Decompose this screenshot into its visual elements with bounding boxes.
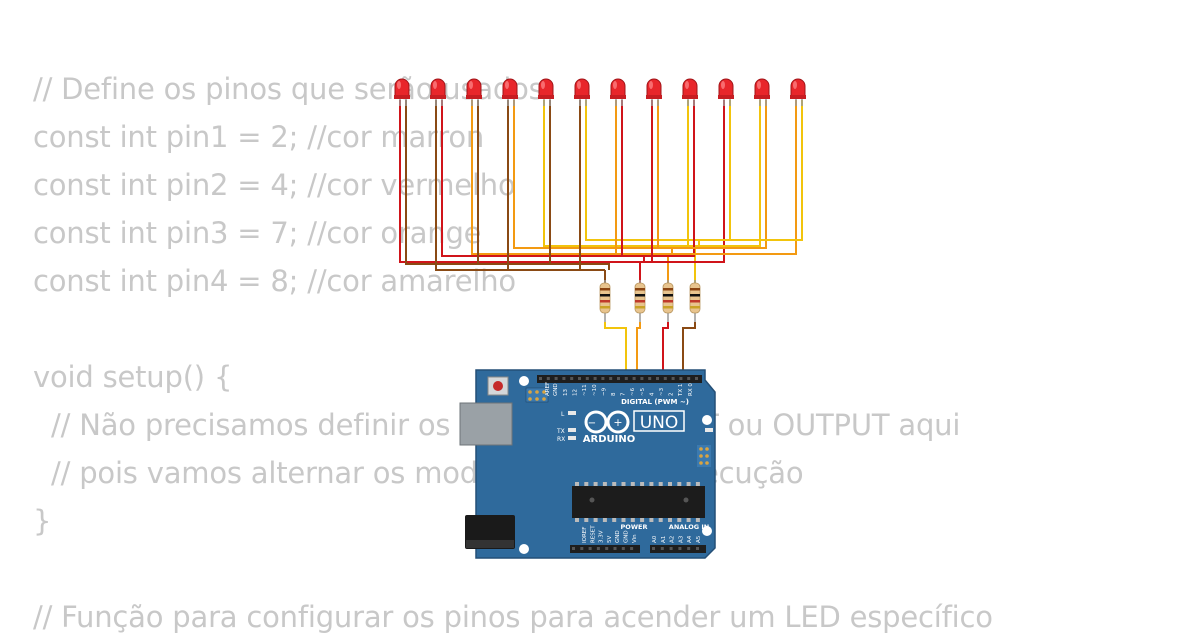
resistor (599, 280, 611, 322)
led (790, 78, 806, 106)
led-wire (507, 100, 605, 271)
led-wire (671, 100, 767, 254)
led-wire (698, 100, 803, 246)
pin-label: A0 (652, 535, 658, 543)
pin-label: 8 (611, 392, 617, 396)
led (466, 78, 482, 106)
code-line: const int pin3 = 7; //cor orange (33, 216, 482, 250)
pin-wire (604, 322, 627, 378)
board-logo-text: ARDUINO (583, 434, 635, 445)
led (610, 78, 626, 106)
pin-label: 4 (649, 392, 655, 396)
analog-header (650, 545, 706, 553)
pin-wire (662, 322, 669, 378)
pin-label: 3.3V (599, 530, 605, 543)
pin-label: ~3 (659, 387, 665, 396)
code-line: void setup() { (33, 360, 233, 394)
pin-label: ~5 (640, 387, 646, 396)
pin-label: 12 (573, 389, 579, 396)
pin-label: A3 (678, 535, 684, 543)
led-wire (585, 100, 700, 246)
led-wire (698, 100, 731, 246)
led (646, 78, 662, 106)
board-model: UNO (640, 413, 679, 433)
led (538, 78, 554, 106)
pin-wire (682, 322, 696, 378)
svg-text:−: − (588, 418, 596, 429)
microcontroller-chip (572, 486, 705, 518)
code-line: // Função para configurar os pinos para … (33, 600, 993, 634)
led-wire (621, 100, 645, 262)
led-wire (543, 100, 695, 247)
pin-label: 2 (669, 393, 675, 397)
arduino-logo: − + (584, 410, 630, 434)
code-line: // Define os pinos que serão usados (33, 72, 544, 106)
resistors (599, 280, 701, 322)
led (430, 78, 446, 106)
pin-label: A5 (696, 535, 702, 543)
pin-label: AREF (545, 382, 551, 396)
pin-label: Vin (632, 534, 638, 543)
analog-label: ANALOG IN (669, 523, 709, 531)
power-header (570, 545, 640, 553)
led (754, 78, 770, 106)
uno-badge (633, 410, 685, 432)
pin-label: A2 (670, 536, 676, 543)
resistor (662, 280, 674, 322)
led (394, 78, 410, 106)
code-line: const int pin1 = 2; //cor marron (33, 120, 485, 154)
led-wire (640, 100, 653, 263)
pin-label: TX 1 (678, 384, 684, 397)
on-label: ON (716, 428, 725, 435)
pin-label: 13 (563, 389, 569, 396)
svg-text:+: + (613, 416, 622, 429)
resistor (634, 280, 646, 322)
led-wire (643, 100, 695, 262)
led-wire (640, 100, 725, 263)
led (574, 78, 590, 106)
rx-label: RX (557, 436, 565, 443)
pin-wire (636, 322, 641, 378)
power-label: POWER (621, 523, 648, 531)
led-row (394, 78, 806, 106)
pin-label: GND (553, 383, 559, 396)
pin-label: A4 (687, 535, 693, 543)
resistor (689, 280, 701, 322)
pin-label: ~10 (592, 384, 598, 396)
pin-label: ~11 (582, 384, 588, 396)
pin-label: 7 (621, 392, 627, 396)
pin-label: A1 (661, 536, 667, 543)
led-wire (615, 100, 668, 255)
arduino-uno-board: − + UNO ARDUINO DIGITAL (PWM ~) ON L TX … (459, 369, 725, 559)
led-wire (687, 100, 695, 247)
pin-label: ~9 (601, 387, 607, 396)
led-wire (513, 100, 673, 254)
pin-label: RX 0 (688, 383, 694, 396)
l-label: L (561, 411, 565, 418)
code-background: // Define os pinos que serão usados const… (33, 65, 993, 641)
led (502, 78, 518, 106)
pin-label: GND (624, 530, 630, 543)
pin-label: IOREF (582, 527, 588, 543)
pin-label: GND (615, 530, 621, 543)
tx-label: TX (556, 428, 565, 435)
led-wire (579, 100, 605, 271)
usb-connector (459, 402, 513, 446)
led (682, 78, 698, 106)
pin-label: ~6 (630, 387, 636, 396)
led (718, 78, 734, 106)
code-line: const int pin2 = 4; //cor vermelho (33, 168, 516, 202)
digital-label: DIGITAL (PWM ~) (621, 398, 689, 406)
led-wire (657, 100, 673, 254)
led-wire (399, 100, 640, 263)
wires (399, 100, 803, 378)
led-wire (471, 100, 668, 255)
pin-label: 5V (607, 536, 613, 543)
pin-label: RESET (590, 525, 596, 543)
code-line: } (33, 504, 52, 538)
led-wire (668, 100, 797, 255)
led-wire (695, 100, 761, 247)
